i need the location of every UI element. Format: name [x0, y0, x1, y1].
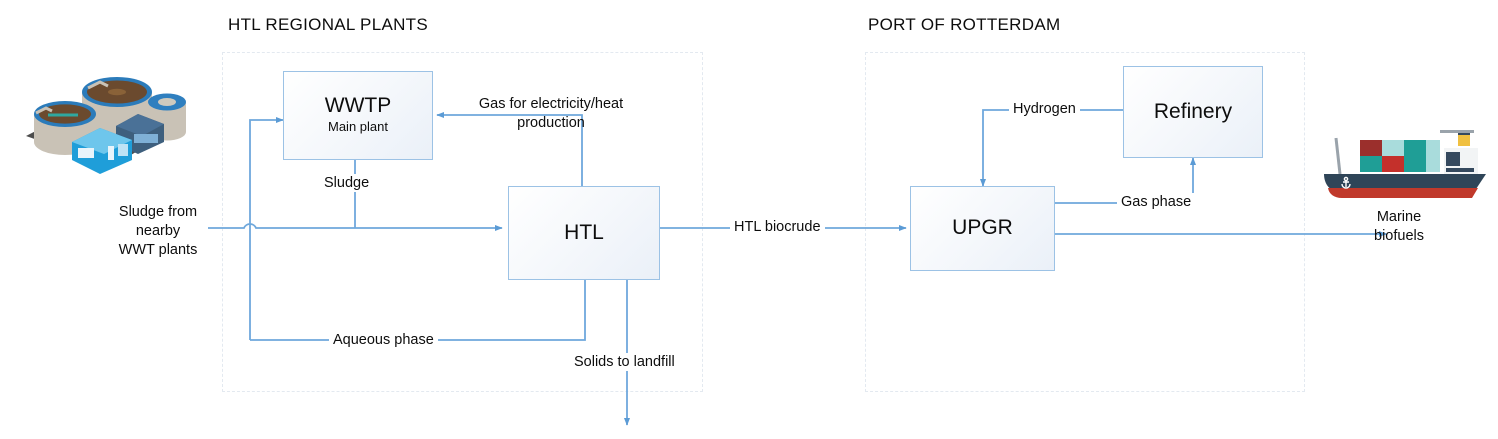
label-gas-production: Gas for electricity/heat production	[456, 95, 646, 133]
label-sludge-feed-line-1: Sludge from	[118, 204, 198, 220]
label-hydrogen: Hydrogen	[1009, 100, 1080, 119]
label-sludge: Sludge	[320, 174, 374, 193]
box-upgr-title: UPGR	[952, 216, 1013, 240]
label-htl-biocrude: HTL biocrude	[730, 218, 825, 237]
label-gas-production-line-2: production	[517, 114, 585, 131]
box-upgr[interactable]: UPGR	[910, 186, 1055, 271]
zone-htl-regional-plants	[222, 52, 703, 392]
box-refinery-title: Refinery	[1153, 99, 1233, 123]
wire-hydrogen	[979, 109, 1123, 187]
label-gas-production-line-1: Gas for electricity/heat	[478, 96, 624, 112]
box-htl-title: HTL	[564, 220, 604, 244]
wire-gas-production	[436, 111, 583, 186]
label-gas-phase: Gas phase	[1117, 193, 1196, 212]
box-wwtp-subtitle: Main plant	[328, 119, 388, 135]
box-htl[interactable]: HTL	[508, 186, 660, 280]
label-sludge-feed-line-3: WWT plants	[118, 241, 198, 258]
label-marine-biofuels-line-1: Marine	[1376, 209, 1422, 225]
label-solids-to-landfill: Solids to landfill	[570, 353, 679, 372]
zone-title-port-of-rotterdam: PORT OF ROTTERDAM	[868, 15, 1061, 34]
label-sludge-feed-line-2: nearby	[135, 222, 181, 239]
cargo-ship-icon	[1324, 130, 1486, 198]
label-sludge-feed: Sludge from nearby WWT plants	[103, 203, 213, 260]
box-refinery[interactable]: Refinery	[1123, 66, 1263, 158]
label-aqueous-phase: Aqueous phase	[329, 331, 438, 350]
zone-port-of-rotterdam	[865, 52, 1305, 392]
box-wwtp[interactable]: WWTP Main plant	[283, 71, 433, 160]
label-marine-biofuels-line-2: biofuels	[1374, 227, 1424, 244]
wire-aqueous-riser	[249, 116, 284, 340]
box-wwtp-title: WWTP	[324, 94, 392, 118]
wastewater-treatment-plant-icon	[26, 77, 186, 174]
zone-title-htl-regional-plants: HTL REGIONAL PLANTS	[228, 15, 428, 34]
label-marine-biofuels: Marine biofuels	[1354, 208, 1444, 246]
